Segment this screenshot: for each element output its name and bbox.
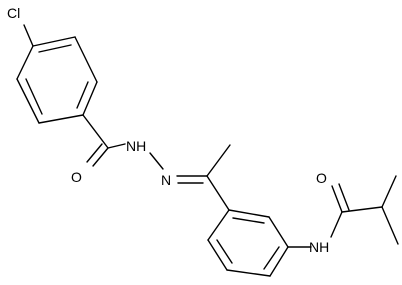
carbonyl-oxygen-right-label: O (316, 170, 327, 186)
ring-bond (269, 246, 289, 277)
amide-carbonyl-double-bond-a (331, 185, 343, 213)
imine-aryl-bond (206, 175, 230, 211)
ring-bond (226, 269, 271, 277)
carbonyl-ch-bond (341, 206, 383, 213)
carbonyl-double-bond-a (92, 147, 109, 167)
amide-nh-label: NH (309, 239, 329, 255)
ring-bond (32, 36, 76, 47)
carbonyl-double-bond-b (86, 143, 103, 163)
ring-bond (207, 209, 230, 241)
aromatic-inner-bond (25, 78, 43, 115)
n-n-bond (149, 152, 164, 170)
ring-bond (16, 45, 34, 80)
aryl-carbonyl-bond (82, 114, 109, 149)
aromatic-inner-bond (263, 246, 280, 270)
methyl-bond-upper (381, 175, 397, 208)
aromatic-inner-bond (38, 44, 72, 53)
aromatic-inner-bond (232, 217, 265, 224)
aromatic-inner-bond (216, 239, 233, 264)
hydrazide-linker (82, 114, 231, 211)
chlorine-bond (23, 24, 34, 47)
ring-bond (74, 36, 98, 83)
ring-bond (228, 209, 270, 218)
isobutyramide-chain (287, 175, 399, 248)
ring-bond (38, 114, 84, 124)
methyl-bond (206, 144, 231, 177)
amide-carbonyl-double-bond-b (338, 183, 350, 211)
hydrazide-nh-label: NH (126, 138, 146, 154)
carbonyl-oxygen-left-label: O (71, 169, 82, 185)
ring-bond (268, 216, 289, 248)
methyl-bond-lower (381, 206, 399, 245)
carbonyl-nh-bond (107, 143, 126, 149)
imine-n-label: N (161, 172, 171, 188)
ring-bond (16, 78, 40, 124)
chlorophenyl-ring (16, 24, 98, 124)
nh-carbonyl-bond (330, 211, 343, 238)
chlorine-label: Cl (7, 5, 20, 21)
aromatic-inner-bond (76, 81, 89, 109)
anilide-ring (207, 209, 289, 277)
ring-bond (207, 239, 228, 271)
ring-bond (82, 81, 98, 116)
